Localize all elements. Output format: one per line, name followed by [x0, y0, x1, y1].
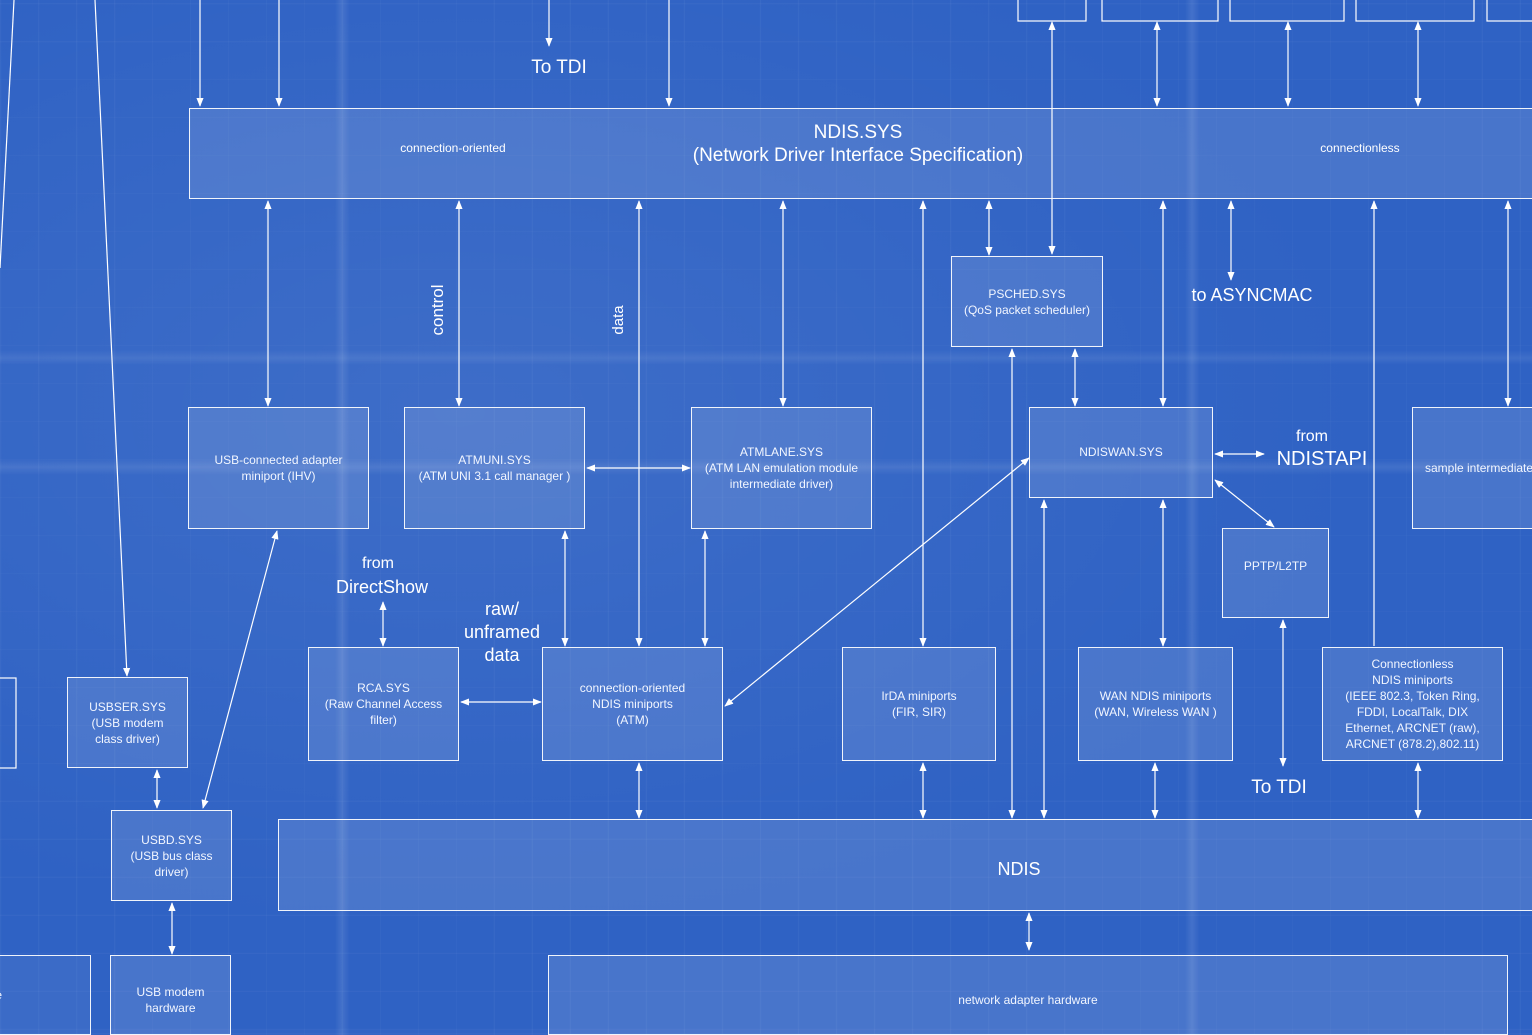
control-label: control	[428, 284, 447, 336]
ndiswan-box[interactable]: NDISWAN.SYS	[1029, 407, 1213, 498]
left-bottom-box[interactable]: e	[0, 955, 91, 1035]
to-tdi-top-label: To TDI	[531, 57, 587, 78]
from-ndistapi-label: from	[1296, 428, 1328, 445]
top-box-4	[1355, 0, 1475, 22]
usbser-box[interactable]: USBSER.SYS (USB modem class driver)	[67, 677, 188, 768]
wire	[0, 0, 15, 269]
to-tdi-bottom-label: To TDI	[1251, 777, 1307, 798]
usb-modem-hardware-box[interactable]: USB modem hardware	[110, 955, 231, 1035]
pptp-l2tp-box[interactable]: PPTP/L2TP	[1222, 528, 1329, 618]
ndis-box[interactable]: NDIS	[278, 819, 1532, 911]
atmlane-box[interactable]: ATMLANE.SYS (ATM LAN emulation module in…	[691, 407, 872, 529]
sample-intermediate-box[interactable]: sample intermediate	[1412, 407, 1532, 529]
rca-box[interactable]: RCA.SYS (Raw Channel Access filter)	[308, 647, 459, 761]
ndis-sys-title: NDIS.SYS (Network Driver Interface Speci…	[692, 122, 1024, 166]
co-miniports-box[interactable]: connection-oriented NDIS miniports (ATM)	[542, 647, 723, 761]
left-bottom-label: e	[0, 987, 2, 1003]
psched-box[interactable]: PSCHED.SYS (QoS packet scheduler)	[951, 256, 1103, 347]
wan-miniports-box[interactable]: WAN NDIS miniports (WAN, Wireless WAN )	[1078, 647, 1233, 761]
network-adapter-hardware-box[interactable]: network adapter hardware	[548, 955, 1508, 1035]
atmuni-box[interactable]: ATMUNI.SYS (ATM UNI 3.1 call manager )	[404, 407, 585, 529]
top-box-1	[1017, 0, 1087, 22]
raw-unframed-data-label: raw/ unframed data	[463, 599, 541, 665]
directshow-label: DirectShow	[335, 577, 429, 597]
connection-oriented-label: connection-oriented	[400, 141, 506, 155]
data-label: data	[610, 305, 627, 335]
to-asyncmac-label: to ASYNCMAC	[1191, 285, 1313, 305]
from-directshow-label: from	[362, 555, 394, 572]
top-box-3	[1229, 0, 1345, 22]
sample-intermediate-label: sample intermediate	[1425, 461, 1532, 475]
usbd-box[interactable]: USBD.SYS (USB bus class driver)	[111, 810, 232, 901]
wire	[1214, 479, 1275, 528]
ndis-label: NDIS	[997, 859, 1041, 879]
top-box-2	[1101, 0, 1219, 22]
left-partial-box	[0, 677, 17, 769]
irda-miniports-box[interactable]: IrDA miniports (FIR, SIR)	[842, 647, 996, 761]
ndistapi-label: NDISTAPI	[1276, 448, 1368, 470]
ndis-sys-box[interactable]: NDIS.SYS (Network Driver Interface Speci…	[189, 108, 1532, 199]
wire	[201, 530, 279, 809]
connectionless-label: connectionless	[1320, 141, 1400, 155]
usb-adapter-miniport-box[interactable]: USB-connected adapter miniport (IHV)	[188, 407, 369, 529]
connectionless-miniports-box[interactable]: Connectionless NDIS miniports (IEEE 802.…	[1322, 647, 1503, 761]
wire	[94, 0, 131, 677]
top-box-5	[1486, 0, 1532, 22]
